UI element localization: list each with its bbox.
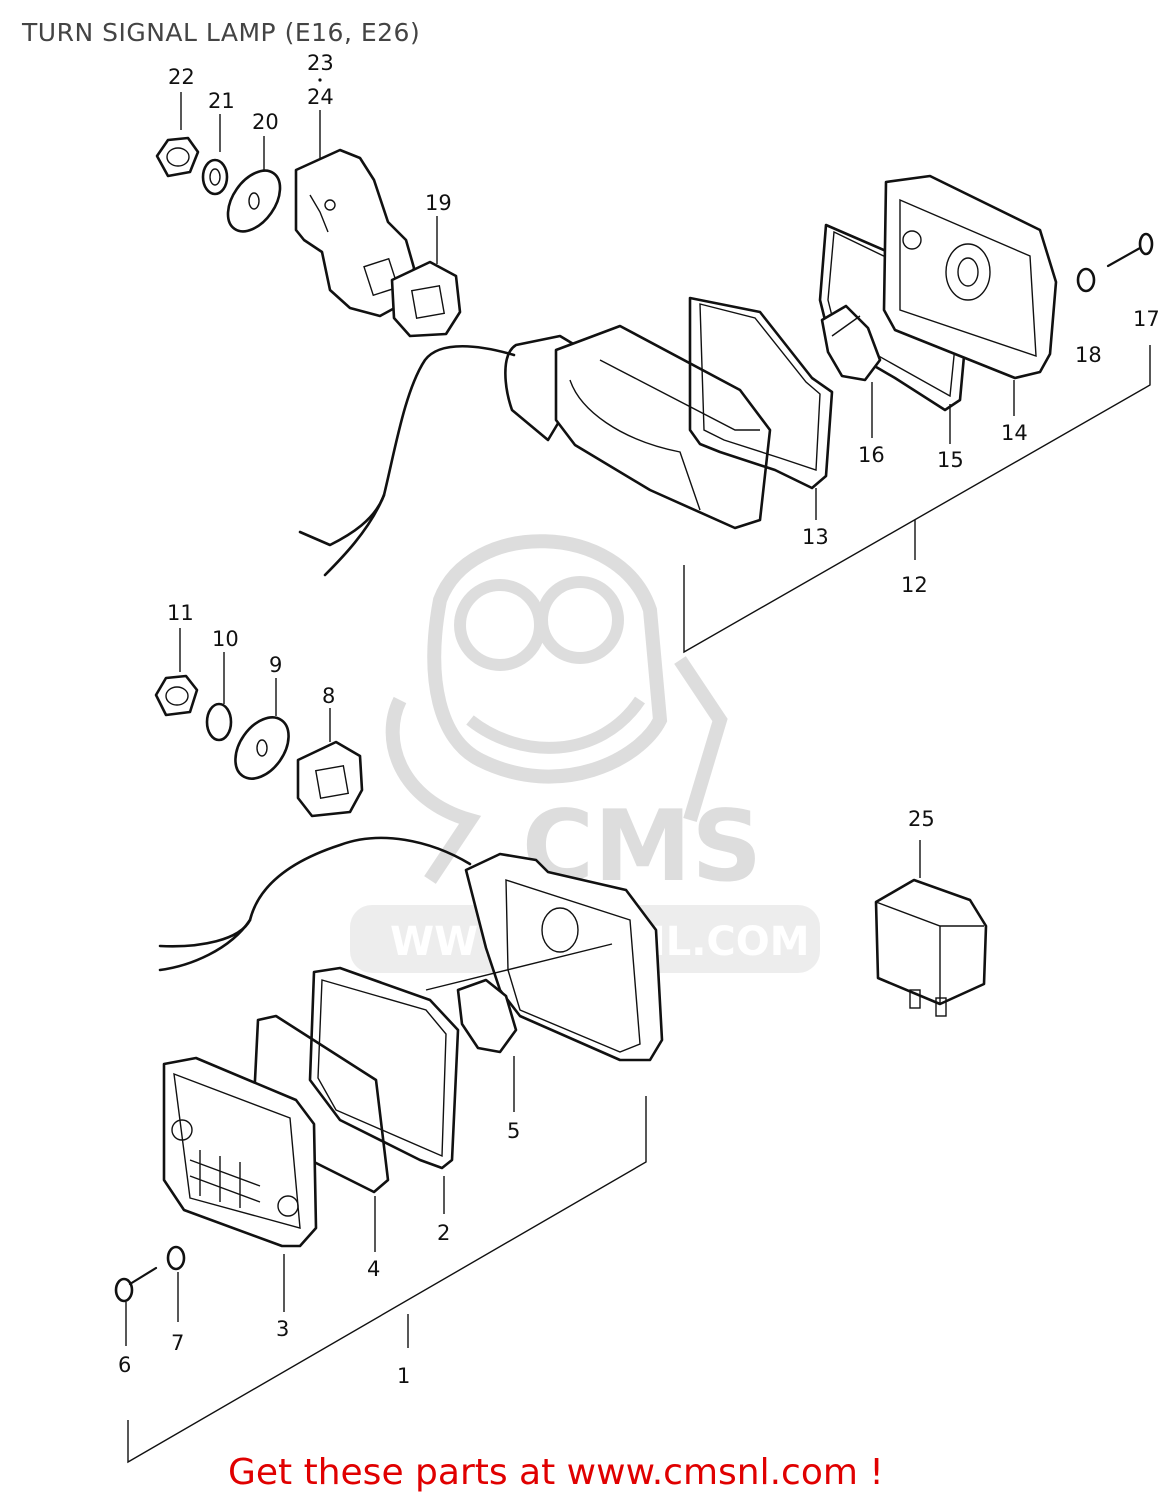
callout-4: 4: [367, 1257, 380, 1281]
upper-leaders: [180, 92, 1151, 654]
lamp-body-1: [158, 836, 664, 1062]
callout-2: 2: [437, 1221, 450, 1245]
callout-11: 11: [167, 601, 194, 625]
callout-15: 15: [937, 448, 964, 472]
callout-16: 16: [858, 443, 885, 467]
callout-dot: [318, 78, 322, 82]
gasket-2: [308, 966, 460, 1170]
callout-8: 8: [322, 684, 335, 708]
bulb-5: [425, 943, 613, 1054]
callout-22: 22: [168, 65, 195, 89]
spring-washer-10: [205, 702, 233, 742]
callout-1: 1: [397, 1364, 410, 1388]
nut-22: [155, 136, 200, 178]
washer-20: [226, 169, 282, 233]
callout-7: 7: [171, 1331, 184, 1355]
callout-12: 12: [901, 573, 928, 597]
callout-17: 17: [1133, 307, 1160, 331]
bulb-16: [820, 304, 882, 382]
relay-25: [874, 878, 988, 1017]
callout-18: 18: [1075, 343, 1102, 367]
washer-7: [166, 1245, 186, 1271]
screw-6: [114, 1266, 158, 1303]
callout-5: 5: [507, 1119, 520, 1143]
washer-9: [234, 716, 290, 780]
callout-24: 24: [307, 85, 334, 109]
screw-17: [1106, 232, 1154, 268]
callout-25: 25: [908, 807, 935, 831]
gasket-13: [688, 296, 834, 490]
callout-6: 6: [118, 1353, 131, 1377]
lens-3: [162, 1056, 318, 1248]
grommet-19: [390, 260, 462, 338]
callout-14: 14: [1001, 421, 1028, 445]
lens-14: [882, 174, 1058, 380]
callout-21: 21: [208, 89, 235, 113]
washer-18: [1076, 267, 1096, 293]
callout-10: 10: [212, 627, 239, 651]
cta-link[interactable]: Get these parts at www.cmsnl.com !: [228, 1452, 884, 1493]
callout-20: 20: [252, 110, 279, 134]
callout-9: 9: [269, 653, 282, 677]
callout-23: 23: [307, 51, 334, 75]
callout-19: 19: [425, 191, 452, 215]
lamp-body-12: [298, 324, 772, 577]
callout-13: 13: [802, 525, 829, 549]
callout-numbers: 1 2 3 4 5 6 7 8 9 10 11 12 13 14 15 16 1…: [118, 51, 1160, 1388]
nut-11: [154, 674, 199, 717]
grommet-8: [296, 740, 364, 818]
page-title: TURN SIGNAL LAMP (E16, E26): [22, 18, 421, 47]
spring-washer-21: [201, 158, 229, 196]
callout-3: 3: [276, 1317, 289, 1341]
lower-leaders: [125, 628, 921, 1464]
